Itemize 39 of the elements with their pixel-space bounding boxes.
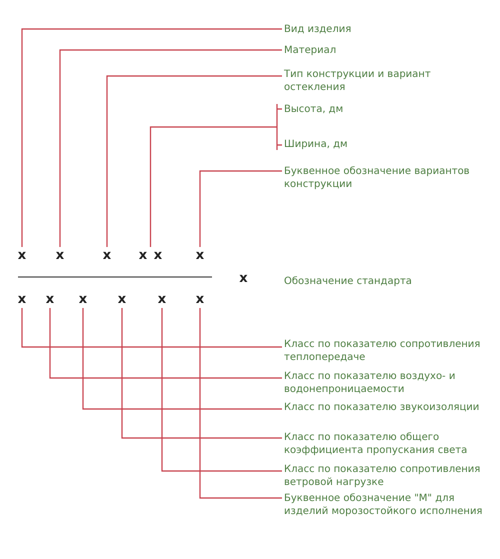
leader-label: Материал <box>284 44 484 57</box>
leader-line <box>21 308 282 348</box>
leader-label: Класс по показателю звукоизоляции <box>284 401 484 414</box>
code-position-mark: x <box>194 293 206 306</box>
bracket-leader-line <box>150 126 277 247</box>
code-position-mark: x <box>238 272 249 285</box>
leader-label: Класс по показателю общего коэффициента пропускания света <box>284 431 484 457</box>
code-position-mark: x <box>116 293 128 306</box>
code-position-mark: x <box>16 249 28 262</box>
leader-line <box>106 75 282 247</box>
code-position-mark: x <box>156 293 168 306</box>
leader-line <box>199 170 282 247</box>
code-position-mark: x <box>102 249 112 262</box>
code-position-mark: x <box>16 293 28 306</box>
code-position-mark: x <box>194 249 206 262</box>
leader-label: Класс по показателю сопротивления ветровой нагрузке <box>284 463 484 489</box>
code-position-mark: x <box>138 249 148 262</box>
code-position-mark: x <box>54 249 66 262</box>
leader-label: Вид изделия <box>284 23 484 36</box>
code-position-mark: x <box>44 293 56 306</box>
leader-label: Буквенное обозначение "М" для изделий морозостойкого исполнения <box>284 492 484 518</box>
code-position-mark: x <box>78 293 88 306</box>
leader-line <box>59 49 282 247</box>
leader-label: Высота, дм <box>284 103 484 116</box>
leader-label: Класс по показателю воздухо- и водонепроницаемости <box>284 370 484 396</box>
bracket-leader-line <box>276 103 283 128</box>
leader-label: Ширина, дм <box>284 138 484 151</box>
leader-label: Буквенное обозначение вариантов конструкции <box>284 165 484 191</box>
leader-line <box>82 308 282 410</box>
leader-label: Тип конструкции и вариант остекления <box>284 68 484 94</box>
leader-line <box>121 308 282 439</box>
leader-line <box>49 308 282 379</box>
leader-label: Класс по показателю сопротивления теплопередаче <box>284 338 484 364</box>
leader-line <box>21 28 282 247</box>
note-text: Обозначение стандарта <box>284 275 413 288</box>
code-position-mark: x <box>152 249 164 262</box>
leader-line <box>199 308 282 499</box>
bracket-leader-line <box>276 126 283 151</box>
leader-line <box>161 308 282 472</box>
